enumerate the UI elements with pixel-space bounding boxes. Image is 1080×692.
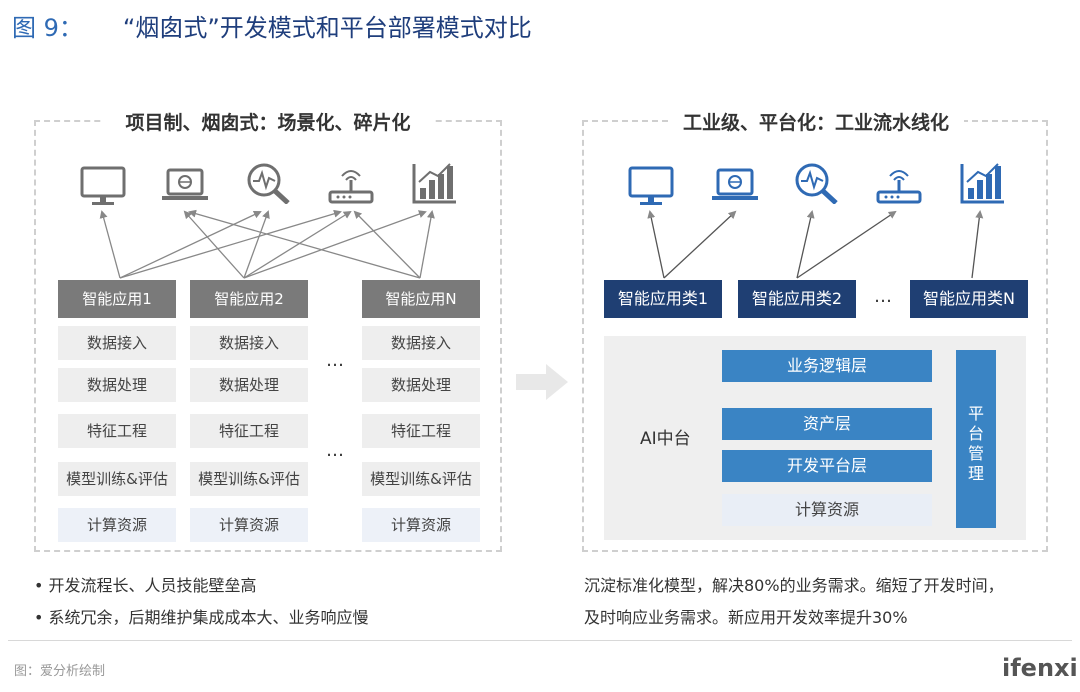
monitor-icon <box>80 166 126 205</box>
right-note-line-2: 及时响应业务需求。新应用开发效率提升30% <box>584 608 908 627</box>
layer-model-training: 模型训练&评估 <box>362 462 480 496</box>
layer-data-ingest: 数据接入 <box>58 326 176 360</box>
right-app-class-2: 智能应用类2 <box>738 280 856 318</box>
layer-feature-engineering: 特征工程 <box>190 414 308 448</box>
layer-compute: 计算资源 <box>190 508 308 542</box>
layer-business-logic: 业务逻辑层 <box>722 350 932 382</box>
ifenxi-logo: ifenxi <box>1002 654 1078 682</box>
layer-assets: 资产层 <box>722 408 932 440</box>
platform-management-label: 平台管理 <box>967 404 984 483</box>
layer-compute: 计算资源 <box>362 508 480 542</box>
left-note-2: • 系统冗余，后期维护集成成本大、业务响应慢 <box>34 608 369 627</box>
figure-title: 图 9： “烟囱式”开发模式和平台部署模式对比 <box>12 8 532 43</box>
monitor-icon <box>628 166 674 205</box>
laptop-icon <box>162 168 208 200</box>
left-note-1: • 开发流程长、人员技能壁垒高 <box>34 576 257 595</box>
laptop-icon <box>712 168 758 200</box>
figure-title-text: “烟囱式”开发模式和平台部署模式对比 <box>122 14 532 42</box>
footer-divider <box>8 640 1072 641</box>
layer-feature-engineering: 特征工程 <box>362 414 480 448</box>
left-app-1: 智能应用1 <box>58 280 176 318</box>
search-analysis-icon <box>795 163 838 204</box>
layer-data-ingest: 数据接入 <box>362 326 480 360</box>
right-app-class-n: 智能应用类N <box>910 280 1028 318</box>
left-app-2: 智能应用2 <box>190 280 308 318</box>
router-icon <box>328 170 374 204</box>
left-panel-title: 项目制、烟囱式：场景化、碎片化 <box>104 108 432 135</box>
layer-data-processing: 数据处理 <box>362 368 480 402</box>
figure-number: 图 9： <box>12 14 83 42</box>
ellipsis: … <box>326 350 345 371</box>
layer-dev-platform: 开发平台层 <box>722 450 932 482</box>
ai-platform-label: AI中台 <box>640 429 691 449</box>
search-analysis-icon <box>247 163 290 204</box>
source-credit: 图：爱分析绘制 <box>14 664 106 679</box>
platform-management-bar: 平台管理 <box>956 350 996 528</box>
layer-compute: 计算资源 <box>58 508 176 542</box>
transition-arrow-icon <box>516 364 568 400</box>
chart-icon <box>960 163 1004 204</box>
layer-model-training: 模型训练&评估 <box>190 462 308 496</box>
layer-compute: 计算资源 <box>722 494 932 526</box>
layer-data-processing: 数据处理 <box>58 368 176 402</box>
right-app-class-1: 智能应用类1 <box>604 280 722 318</box>
right-note-line-1: 沉淀标准化模型，解决80%的业务需求。缩短了开发时间， <box>584 576 1004 595</box>
layer-feature-engineering: 特征工程 <box>58 414 176 448</box>
left-app-n: 智能应用N <box>362 280 480 318</box>
layer-data-ingest: 数据接入 <box>190 326 308 360</box>
router-icon <box>876 170 922 204</box>
right-panel-title: 工业级、平台化：工业流水线化 <box>668 108 964 135</box>
ellipsis: … <box>874 286 893 307</box>
layer-model-training: 模型训练&评估 <box>58 462 176 496</box>
chart-icon <box>412 163 456 204</box>
ellipsis: … <box>326 440 345 461</box>
layer-data-processing: 数据处理 <box>190 368 308 402</box>
